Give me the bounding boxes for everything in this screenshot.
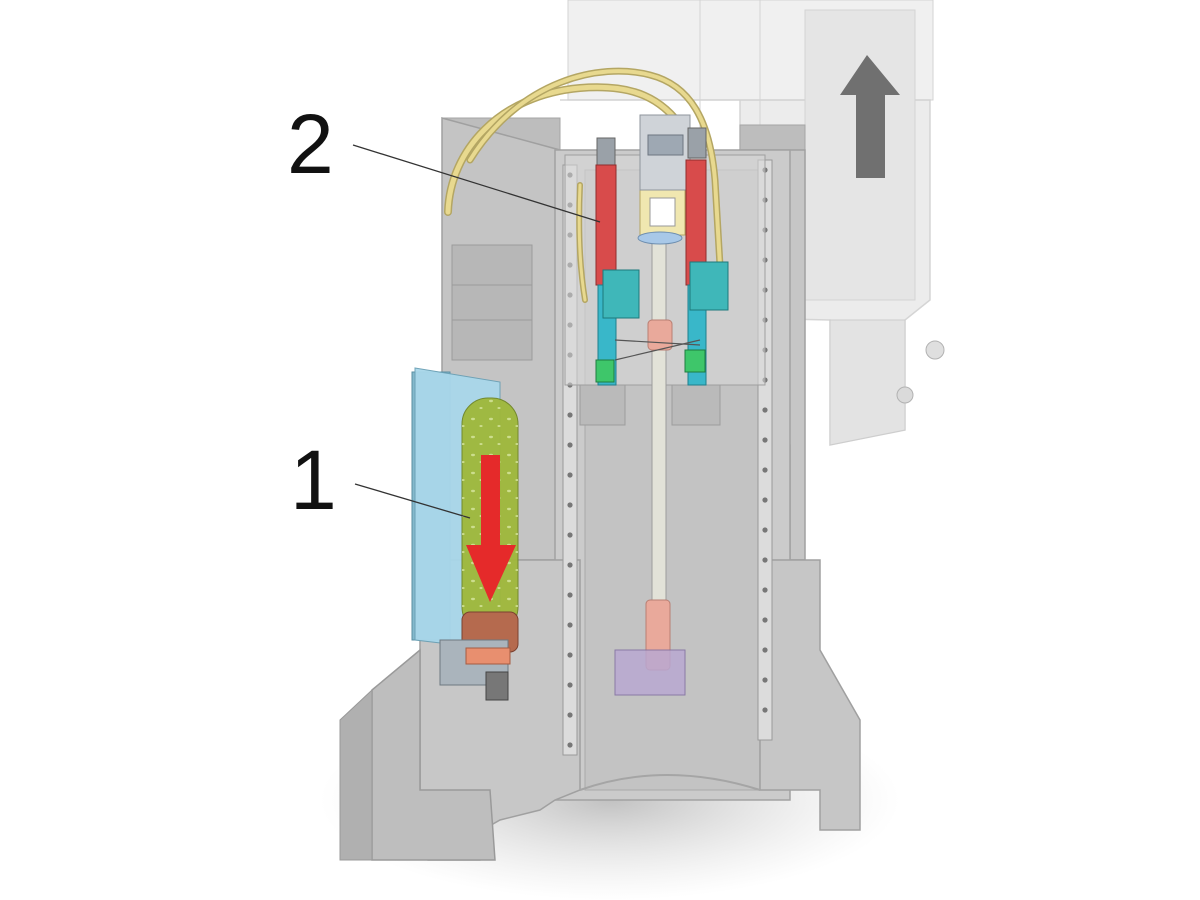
- rail-bolt: [567, 652, 573, 658]
- rail-bolt: [762, 527, 768, 533]
- leader-line-1: [354, 483, 471, 519]
- rail-bolt: [762, 587, 768, 593]
- up-arrow-icon: [840, 55, 900, 178]
- rail-bolt: [762, 557, 768, 563]
- rail-bolt: [762, 467, 768, 473]
- rail-bolt: [567, 442, 573, 448]
- rail-bolt: [762, 677, 768, 683]
- rail-bolt: [567, 532, 573, 538]
- rail-bolt: [762, 647, 768, 653]
- rail-bolt: [762, 707, 768, 713]
- rail-bolt: [567, 472, 573, 478]
- rail-bolt: [762, 407, 768, 413]
- rail-bolt: [567, 562, 573, 568]
- callout-label-2: 2: [287, 97, 334, 191]
- rail-bolt: [567, 412, 573, 418]
- rail-bolt: [567, 592, 573, 598]
- gas-struts: [595, 127, 729, 386]
- down-arrow-icon: [466, 455, 516, 602]
- leader-line-2: [352, 144, 601, 223]
- rail-bolt: [567, 502, 573, 508]
- rail-bolt: [567, 712, 573, 718]
- callout-label-1: 1: [290, 433, 337, 527]
- rail-bolt: [567, 682, 573, 688]
- rail-bolt: [762, 497, 768, 503]
- rail-bolt: [762, 437, 768, 443]
- strut-left: [595, 137, 640, 386]
- rail-bolt: [762, 617, 768, 623]
- rail-bolt: [567, 622, 573, 628]
- strut-right: [684, 127, 729, 386]
- rail-bolt: [567, 742, 573, 748]
- hoses: [444, 67, 726, 304]
